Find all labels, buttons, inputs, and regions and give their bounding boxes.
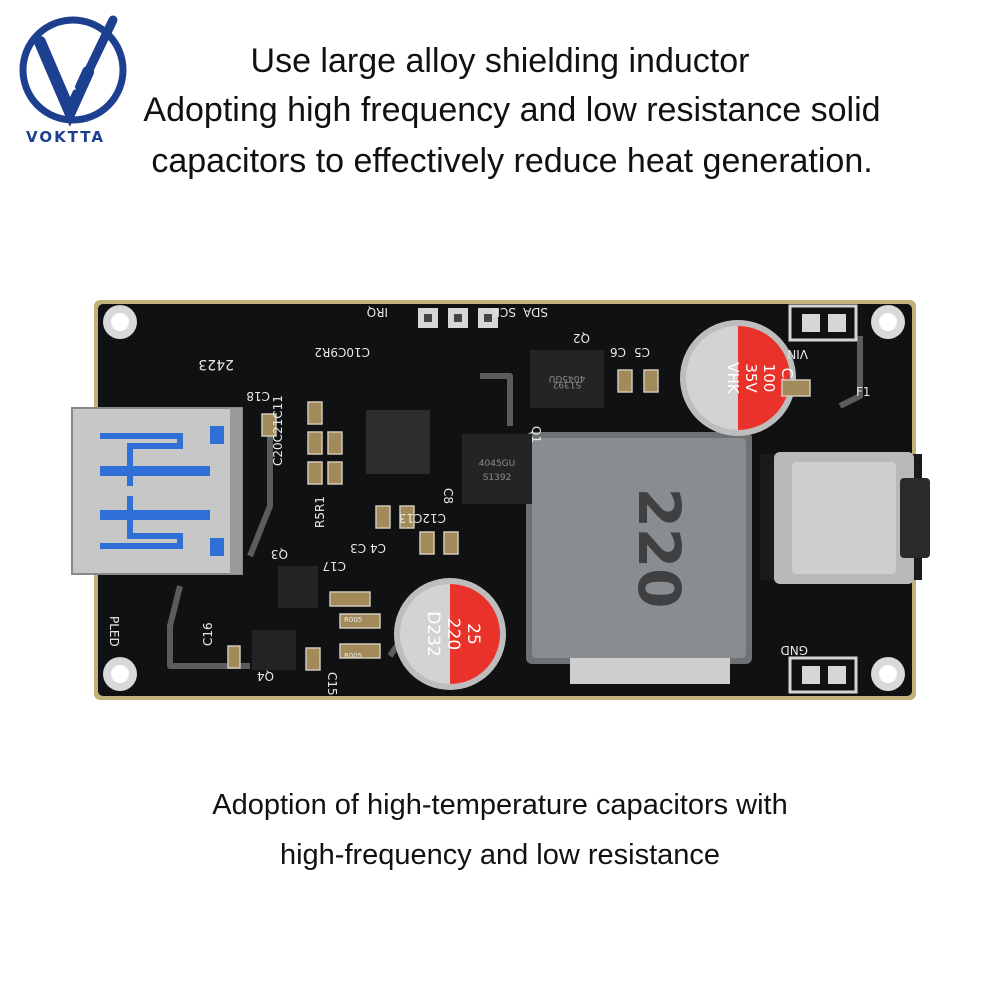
label-board-code: 2423 [198, 356, 234, 372]
vin-terminal [788, 304, 858, 342]
capacitor-220uf: 25 220 D232 [394, 578, 506, 690]
pcb-board: 220 CA 100 35V VHK 25 220 D232 4045GU S1… [71, 300, 930, 700]
silkscreen-labels: SDA SCK IRQ VIN GND F1 2423 C18 C10C9R2 … [107, 305, 871, 696]
headline-line-1: Use large alloy shielding inductor [250, 42, 750, 80]
cap-large-text-2: 220 [443, 618, 463, 650]
label-c18: C18 [246, 389, 270, 403]
usb-c-port [760, 452, 930, 584]
label-c17: C17 [322, 559, 346, 573]
label-c6: C6 [610, 345, 626, 359]
mosfet-q4 [252, 630, 296, 670]
mosfet-q2: 4045GU S1392 [530, 350, 604, 408]
brand-name: VOKTTA [26, 128, 105, 146]
label-f1: F1 [856, 385, 871, 399]
label-sda: SDA [522, 305, 548, 319]
mosfet-q3 [278, 566, 318, 608]
pcb-board-photo: 220 CA 100 35V VHK 25 220 D232 4045GU S1… [70, 296, 930, 704]
mosfet-q1: 4045GU S1392 [462, 434, 532, 504]
label-q4: Q4 [257, 669, 274, 683]
label-r5r1: R5R1 [313, 496, 327, 528]
mounting-holes [103, 305, 905, 691]
label-c10c9r2: C10C9R2 [314, 345, 370, 359]
label-pled: PLED [107, 616, 121, 647]
label-c4c3: C4 C3 [350, 541, 386, 555]
label-vin: VIN [787, 347, 808, 361]
gnd-terminal [788, 656, 858, 694]
chip-q2-mark-2: S1392 [553, 379, 582, 389]
label-sck: SCK [491, 305, 516, 319]
usb-a-port [71, 407, 243, 575]
cap-small-text-2: 100 [760, 364, 778, 393]
caption-line-2: high-frequency and low resistance [279, 839, 721, 871]
label-irq: IRQ [367, 305, 388, 319]
chip-q1-mark: 4045GU [479, 459, 515, 469]
chip-q1-mark-2: S1392 [483, 473, 512, 483]
label-c12c13: C12C13 [399, 511, 446, 525]
cap-small-text-4: VHK [724, 362, 742, 395]
label-q1: Q1 [529, 426, 543, 443]
headline-line-2: Adopting high frequency and low resistan… [143, 91, 881, 129]
cap-large-text-3: D232 [423, 611, 443, 657]
label-c16: C16 [201, 622, 215, 646]
label-q3: Q3 [271, 547, 288, 561]
label-q2: Q2 [573, 331, 590, 345]
label-gnd: GND [780, 643, 808, 657]
cap-small-text-3: 35V [742, 363, 760, 393]
logo-mark-icon [19, 15, 127, 127]
chip-q2-mark: 4045GU [549, 373, 585, 383]
label-c15: C15 [325, 672, 339, 696]
shielded-inductor: 220 [526, 432, 752, 684]
header-pins [418, 308, 498, 328]
label-c5: C5 [634, 345, 650, 359]
label-r005-b: R005 [344, 652, 362, 660]
capacitor-100uf: CA 100 35V VHK [680, 320, 796, 436]
cap-large-text-1: 25 [463, 623, 483, 645]
caption-line-1: Adoption of high-temperature capacitors … [212, 789, 788, 821]
controller-ic [366, 410, 430, 474]
label-c20c21c11: C20C21C11 [271, 395, 285, 466]
label-r005-a: R005 [344, 616, 362, 624]
inductor-marking: 220 [625, 487, 693, 608]
headline-line-3: capacitors to effectively reduce heat ge… [151, 142, 873, 180]
label-c8: C8 [441, 488, 455, 504]
smd-components [227, 369, 811, 671]
